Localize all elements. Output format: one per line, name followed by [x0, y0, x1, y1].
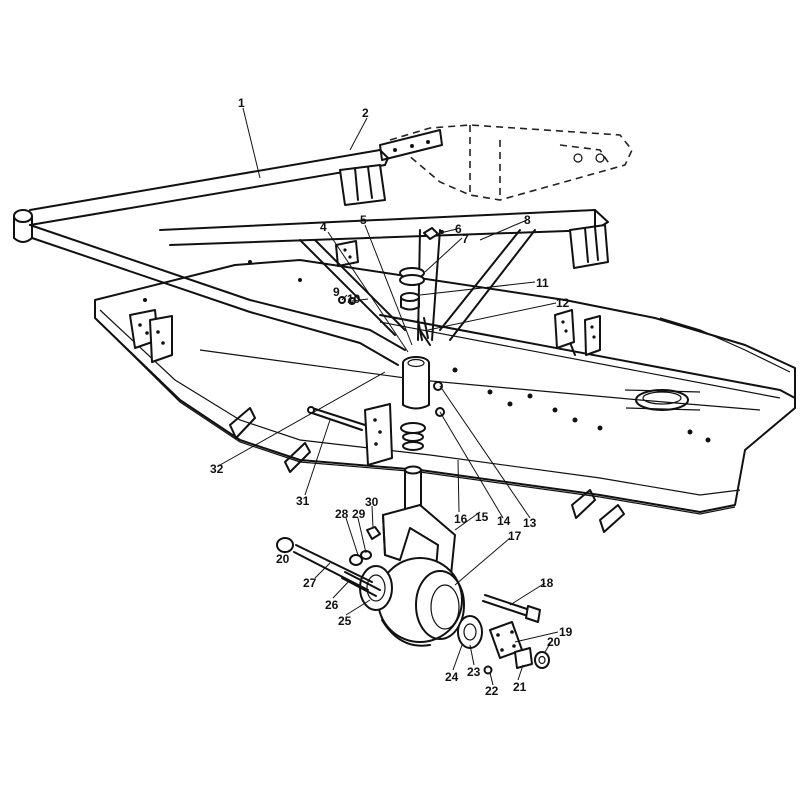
callout-21: 21 — [513, 680, 527, 694]
tractor-hitch — [379, 124, 633, 201]
callout-17: 17 — [508, 529, 522, 543]
callout-labels: 1 2 4 5 6 7 8 9 10 11 12 13 14 15 16 17 … — [210, 96, 573, 698]
callout-29: 29 — [352, 507, 366, 521]
callout-16: 16 — [454, 512, 468, 526]
callout-4: 4 — [320, 220, 327, 234]
callout-7: 7 — [462, 232, 469, 246]
mower-deck — [94, 259, 796, 515]
callout-10: 10 — [347, 292, 361, 306]
callout-20-right: 20 — [547, 635, 561, 649]
callout-32: 32 — [210, 462, 224, 476]
callout-25: 25 — [338, 614, 352, 628]
callout-5: 5 — [360, 213, 367, 227]
callout-28: 28 — [335, 507, 349, 521]
main-frame — [13, 149, 609, 366]
caster-pivot — [338, 227, 445, 451]
callout-18: 18 — [540, 576, 554, 590]
callout-2: 2 — [362, 106, 369, 120]
callout-6: 6 — [455, 222, 462, 236]
callout-11: 11 — [536, 276, 549, 290]
callout-1: 1 — [238, 96, 245, 110]
callout-30: 30 — [365, 495, 379, 509]
deck-brackets — [129, 240, 625, 533]
callout-23: 23 — [467, 665, 481, 679]
callout-12: 12 — [556, 296, 570, 310]
callout-22: 22 — [485, 684, 499, 698]
callout-31: 31 — [296, 494, 310, 508]
callout-24: 24 — [445, 670, 459, 684]
callout-9: 9 — [333, 285, 340, 299]
callout-15: 15 — [475, 510, 489, 524]
callout-8: 8 — [524, 213, 531, 227]
callout-19: 19 — [559, 625, 573, 639]
callout-14: 14 — [497, 514, 511, 528]
callout-20-left: 20 — [276, 552, 290, 566]
caster-wheel-assembly — [276, 465, 550, 675]
pivot-bolt — [307, 406, 366, 431]
callout-27: 27 — [303, 576, 317, 590]
callout-26: 26 — [325, 598, 339, 612]
callout-13: 13 — [523, 516, 537, 530]
leader-lines — [219, 107, 559, 686]
